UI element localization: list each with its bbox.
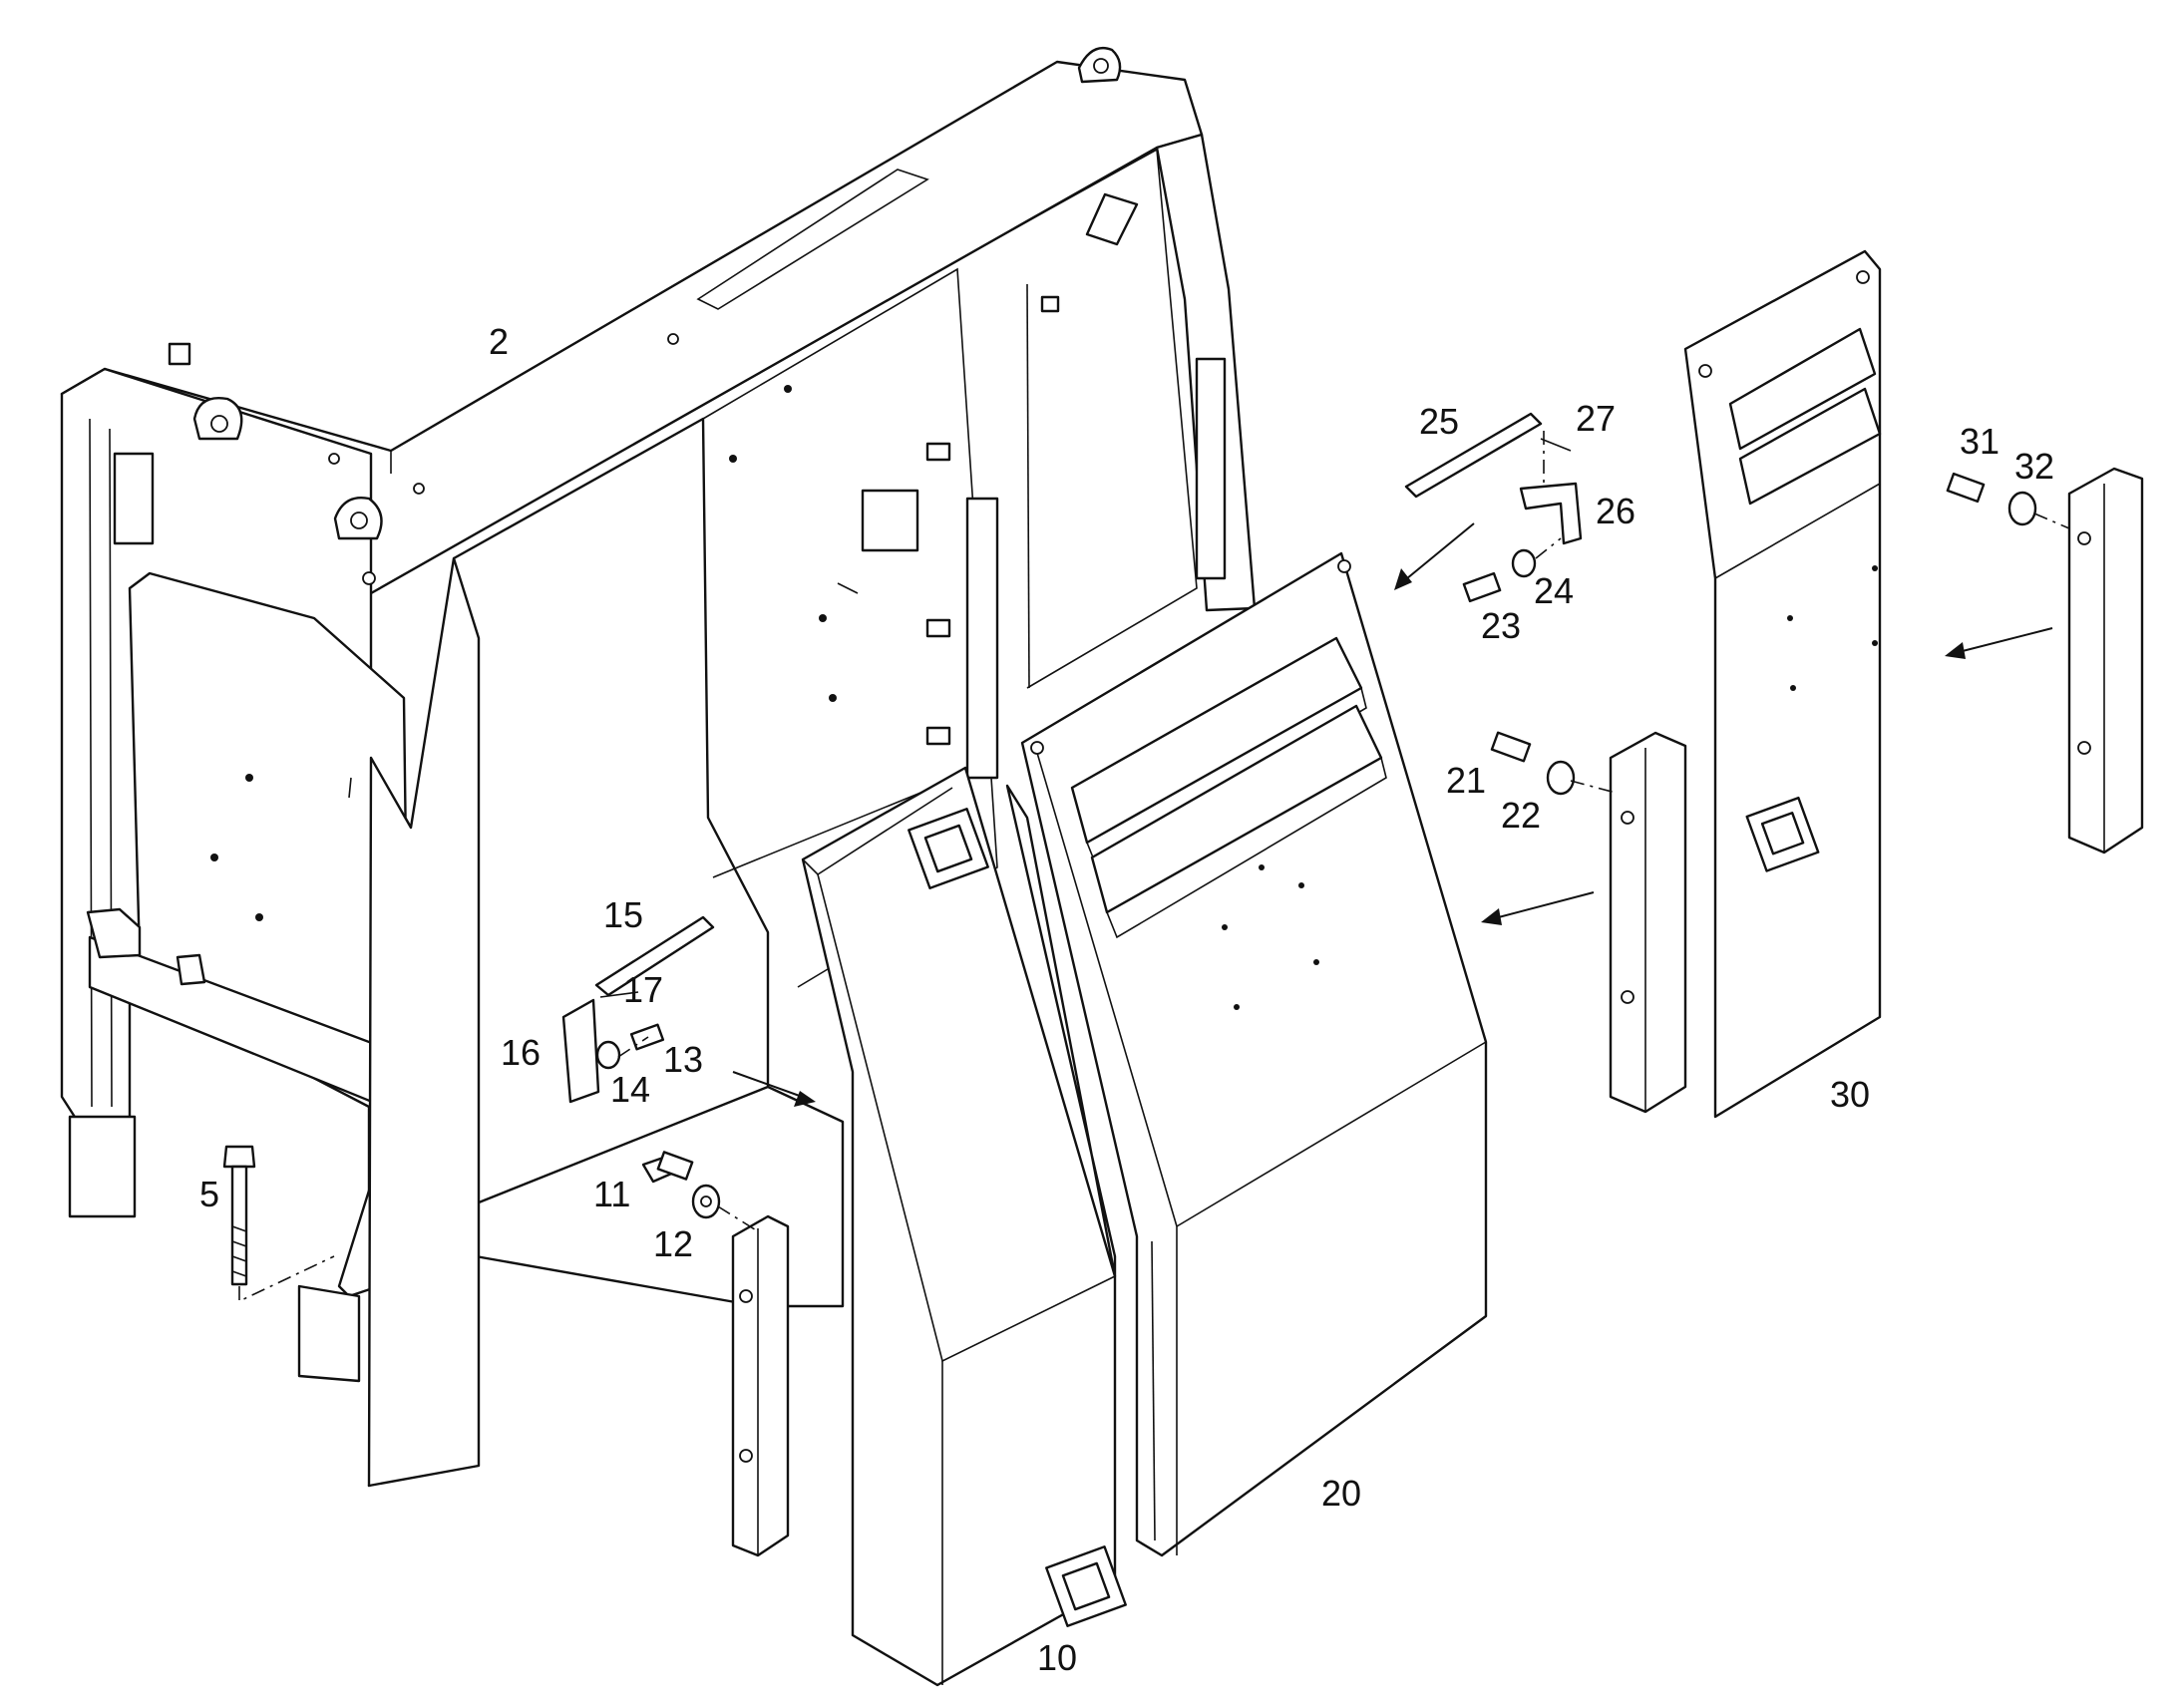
callout-10: 10 bbox=[1037, 1637, 1077, 1678]
callout-25: 25 bbox=[1419, 401, 1459, 442]
callout-23: 23 bbox=[1481, 605, 1521, 646]
callout-22: 22 bbox=[1501, 795, 1541, 836]
callout-12: 12 bbox=[653, 1223, 693, 1264]
callout-24: 24 bbox=[1534, 570, 1574, 611]
panel-20 bbox=[1020, 551, 1488, 1557]
callout-5: 5 bbox=[199, 1174, 219, 1214]
frame-assembly bbox=[60, 46, 1257, 1488]
callout-labels: 2 5 10 11 12 13 14 15 16 17 20 21 22 23 … bbox=[199, 321, 2054, 1678]
callout-27: 27 bbox=[1576, 398, 1616, 439]
callout-13: 13 bbox=[663, 1039, 703, 1080]
callout-26: 26 bbox=[1596, 491, 1635, 531]
callout-30: 30 bbox=[1830, 1074, 1870, 1115]
callout-32: 32 bbox=[2014, 446, 2054, 487]
assembly-arrows bbox=[732, 522, 2053, 1107]
callout-2: 2 bbox=[489, 321, 509, 362]
hardware bbox=[561, 412, 2070, 1232]
callout-31: 31 bbox=[1960, 421, 1999, 462]
callout-15: 15 bbox=[603, 894, 643, 935]
hinge-lower-left bbox=[731, 1214, 790, 1557]
callout-16: 16 bbox=[501, 1032, 541, 1073]
callout-20: 20 bbox=[1321, 1473, 1361, 1514]
callout-21: 21 bbox=[1446, 760, 1486, 801]
callout-17: 17 bbox=[623, 969, 663, 1010]
bolt-5 bbox=[222, 1145, 335, 1303]
hinge-right bbox=[2067, 467, 2144, 854]
hinge-middle bbox=[1609, 731, 1687, 1114]
callout-14: 14 bbox=[610, 1069, 650, 1110]
panel-10 bbox=[801, 766, 1127, 1687]
panel-30 bbox=[1683, 249, 1882, 1119]
callout-11: 11 bbox=[593, 1174, 630, 1214]
